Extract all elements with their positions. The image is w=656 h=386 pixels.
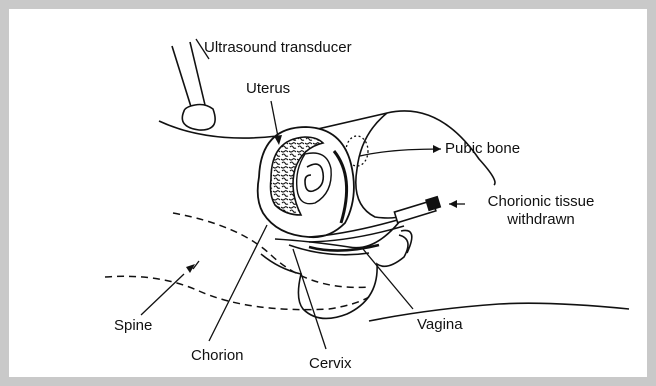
label-ultrasound-transducer: Ultrasound transducer: [204, 39, 352, 57]
posterior-outline: [369, 303, 629, 321]
spine-dashed-lower: [105, 276, 369, 309]
label-pubic-bone: Pubic bone: [445, 140, 520, 158]
label-uterus: Uterus: [246, 80, 290, 98]
diagram-panel: Ultrasound transducer Uterus Pubic bone …: [9, 9, 647, 377]
uterus: [258, 127, 354, 237]
label-chorionic-tissue: Chorionic tissue withdrawn: [465, 193, 617, 229]
chorion-leader: [209, 225, 267, 341]
spine-leader: [141, 274, 184, 315]
label-spine: Spine: [114, 317, 152, 335]
vagina-leader: [363, 249, 413, 309]
pubic-bone-leader: [360, 149, 441, 156]
bladder-outline: [356, 113, 409, 218]
label-cervix: Cervix: [309, 355, 352, 373]
label-vagina: Vagina: [417, 316, 463, 334]
label-chorionic-tissue-line1: Chorionic tissue: [465, 193, 617, 211]
cervix-leader: [293, 249, 326, 349]
label-chorionic-tissue-line2: withdrawn: [465, 211, 617, 229]
label-chorion: Chorion: [191, 347, 244, 365]
